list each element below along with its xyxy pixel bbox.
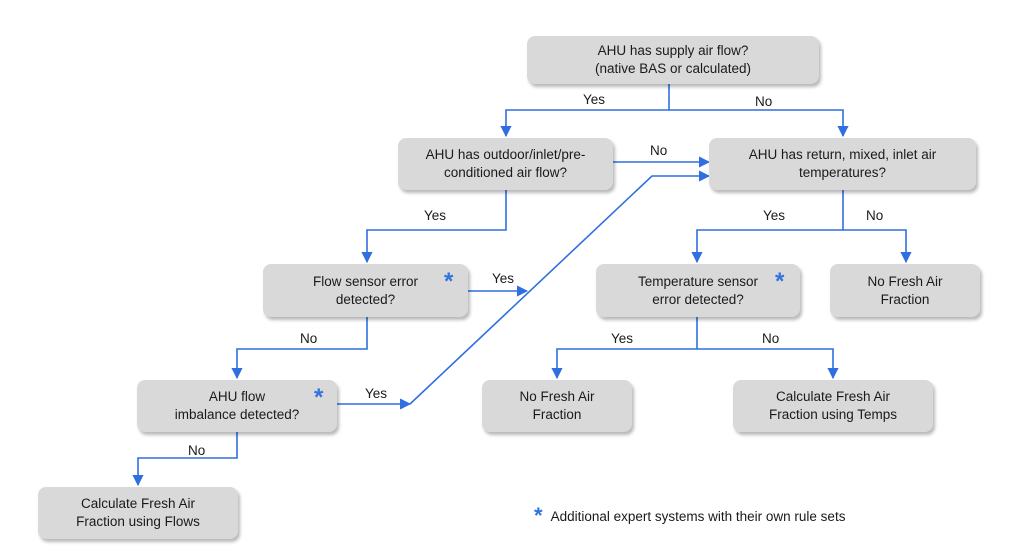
connector-diagonal	[409, 170, 711, 405]
connector-flow-error-no	[231, 317, 368, 380]
label-outdoor-no: No	[650, 143, 668, 158]
connector-outdoor-yes	[361, 190, 507, 264]
label-temps-no: No	[866, 208, 884, 223]
legend-text: Additional expert systems with their own…	[550, 508, 846, 524]
legend: * Additional expert systems with their o…	[534, 505, 845, 527]
expert-system-marker-flow-sensor: *	[444, 268, 454, 295]
label-temp-error-no: No	[762, 331, 780, 346]
label-imbalance-yes: Yes	[365, 386, 388, 401]
label-temps-yes: Yes	[763, 208, 786, 223]
connector-temps-no	[843, 229, 912, 264]
connector-supply-no	[669, 109, 849, 138]
label-supply-yes: Yes	[583, 92, 606, 107]
label-temp-error-yes: Yes	[611, 331, 634, 346]
node-supply-air-flow: AHU has supply air flow?(native BAS or c…	[527, 36, 819, 84]
expert-system-marker-temp-sensor: *	[775, 268, 785, 295]
legend-marker: *	[534, 503, 543, 528]
connector-temp-error-yes	[551, 348, 697, 380]
label-flow-error-yes: Yes	[492, 271, 515, 286]
connector-imbalance-no	[132, 432, 238, 487]
label-imbalance-no: No	[188, 443, 206, 458]
connector-supply-yes	[500, 109, 669, 138]
label-supply-no: No	[755, 94, 773, 109]
connector-temps-yes	[691, 229, 843, 264]
expert-system-marker-flow-imbalance: *	[314, 384, 324, 411]
label-flow-error-no: No	[300, 331, 318, 346]
node-outdoor-air-flow: AHU has outdoor/inlet/pre-conditioned ai…	[398, 138, 613, 190]
connector-temp-error-no	[697, 348, 839, 380]
label-outdoor-yes: Yes	[424, 208, 447, 223]
